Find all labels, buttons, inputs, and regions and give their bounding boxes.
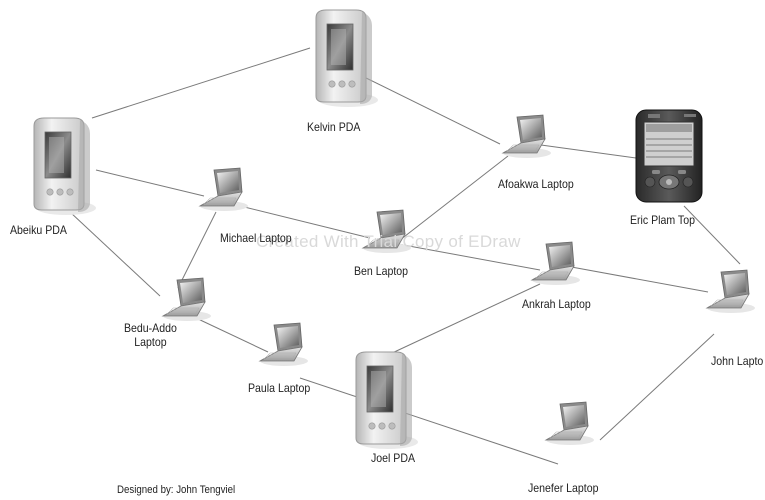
- edge-jenefer-john: [599, 333, 715, 441]
- palmtop-icon: [635, 109, 703, 203]
- label-jenefer-laptop: Jenefer Laptop: [528, 481, 599, 495]
- edge-abeiku-bedu: [69, 211, 161, 297]
- label-joel-pda: Joel PDA: [371, 451, 416, 465]
- label-eric-plam-top: Eric Plam Top: [630, 213, 695, 227]
- laptop-icon: [259, 322, 309, 367]
- designer-credit: Designed by: John Tengviel: [117, 484, 236, 496]
- label-michael-laptop: Michael Laptop: [220, 231, 292, 245]
- watermark-text: Created With Trial Copy of EDraw: [256, 232, 521, 251]
- laptop-icon: [502, 114, 552, 159]
- label-bedu-addo-laptop: Bedu-Addo Laptop: [124, 321, 177, 349]
- pda-icon: [315, 9, 379, 108]
- label-abeiku-pda: Abeiku PDA: [10, 223, 67, 237]
- edge-abeiku-kelvin: [91, 47, 311, 119]
- laptop-icon: [531, 241, 581, 286]
- connection-lines: [69, 47, 741, 465]
- label-ben-laptop: Ben Laptop: [354, 264, 409, 278]
- label-ankrah-laptop: Ankrah Laptop: [522, 297, 591, 311]
- laptop-icon: [199, 167, 249, 212]
- edge-afoakwa-ben: [399, 155, 509, 241]
- edge-afoakwa-eric: [540, 144, 637, 159]
- label-afoakwa-laptop: Afoakwa Laptop: [498, 177, 574, 191]
- label-paula-laptop: Paula Laptop: [248, 381, 311, 395]
- device-icons: [33, 9, 756, 450]
- edge-joel-ankrah: [389, 283, 541, 355]
- edge-ben-ankrah: [397, 243, 541, 271]
- edge-paula-jenefer: [299, 377, 559, 465]
- laptop-icon: [545, 401, 595, 446]
- edge-eric-john: [683, 205, 741, 265]
- edge-kelvin-afoakwa: [361, 75, 501, 145]
- edge-abeiku-michael: [95, 169, 205, 197]
- edge-michael-ben: [231, 203, 371, 239]
- pda-icon: [355, 351, 419, 450]
- edge-ankrah-john: [565, 265, 709, 293]
- label-kelvin-pda: Kelvin PDA: [307, 120, 361, 134]
- pda-icon: [33, 117, 97, 216]
- edge-bedu-paula: [195, 317, 269, 353]
- laptop-icon: [162, 277, 212, 322]
- laptop-icon: [706, 269, 756, 314]
- label-john-laptop: John Lapto: [711, 354, 764, 368]
- edge-michael-bedu: [177, 211, 217, 289]
